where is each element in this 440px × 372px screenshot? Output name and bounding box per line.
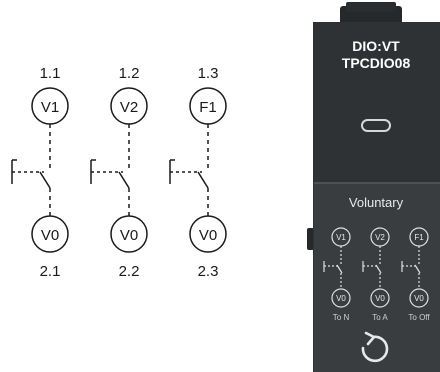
terminal-2-bottom — [370, 288, 390, 308]
channel-1-contact — [39, 171, 51, 189]
channel-2-bottom-number: 2.2 — [119, 263, 140, 280]
terminal-2-caption: To A — [372, 313, 388, 322]
terminal-2-bottom-label: V0 — [375, 294, 385, 303]
channel-1-bottom-number: 2.1 — [40, 263, 61, 280]
terminal-1-bottom — [331, 288, 351, 308]
channel-1-top-number: 1.1 — [40, 65, 61, 82]
channel-3: 1.3 F1 V0 2.3 — [169, 65, 227, 280]
terminal-2-top-label: V2 — [375, 233, 385, 242]
device-model-line1: DIO:VT — [352, 38, 400, 54]
channel-1-bottom-label: V0 — [41, 227, 59, 244]
channel-2: 1.2 V2 V0 2.2 — [90, 65, 148, 280]
terminal-1: V1 V0 To N — [323, 227, 351, 322]
terminal-1-top-label: V1 — [336, 233, 346, 242]
channel-2-bottom-circle — [110, 215, 148, 253]
channel-2-top-number: 1.2 — [119, 65, 140, 82]
terminal-3-bottom-label: V0 — [414, 294, 424, 303]
terminal-3: F1 V0 To Off — [401, 227, 430, 322]
schematic: 1.1 V1 V0 2.1 1.2 V2 V0 2.2 — [11, 65, 227, 280]
rotate-arrow-icon — [361, 331, 389, 363]
channel-2-contact — [118, 171, 130, 189]
device-panel — [314, 183, 440, 372]
device-top-clip — [346, 2, 396, 12]
terminal-3-caption: To Off — [408, 313, 430, 322]
terminal-3-top-label: F1 — [414, 233, 424, 242]
channel-3-contact — [197, 171, 209, 189]
channel-1: 1.1 V1 V0 2.1 — [11, 65, 69, 280]
channel-3-bottom-label: V0 — [199, 227, 217, 244]
device-terminals: V1 V0 To N V2 V0 To A — [323, 227, 430, 322]
panel-title: Voluntary — [349, 195, 404, 210]
device: DIO:VT TPCDIO08 Voluntary V1 V0 To N — [307, 2, 440, 372]
terminal-1-bottom-label: V0 — [336, 294, 346, 303]
terminal-2: V2 V0 To A — [362, 227, 390, 322]
rotate-arrow-head — [364, 331, 377, 346]
channel-2-bottom-label: V0 — [120, 227, 138, 244]
terminal-1-caption: To N — [333, 313, 350, 322]
terminal-3-bottom — [409, 288, 429, 308]
channel-1-bottom-circle — [31, 215, 69, 253]
rotate-arrow-arc — [361, 335, 389, 363]
device-model-line2: TPCDIO08 — [342, 55, 411, 71]
channel-2-top-label: V2 — [120, 99, 138, 116]
device-side-clip — [307, 228, 314, 250]
status-led-slot — [361, 119, 391, 132]
channel-3-bottom-circle — [189, 215, 227, 253]
channel-3-bottom-number: 2.3 — [198, 263, 219, 280]
channel-3-top-number: 1.3 — [198, 65, 219, 82]
channel-1-top-label: V1 — [41, 99, 59, 116]
channel-3-top-label: F1 — [199, 99, 217, 116]
